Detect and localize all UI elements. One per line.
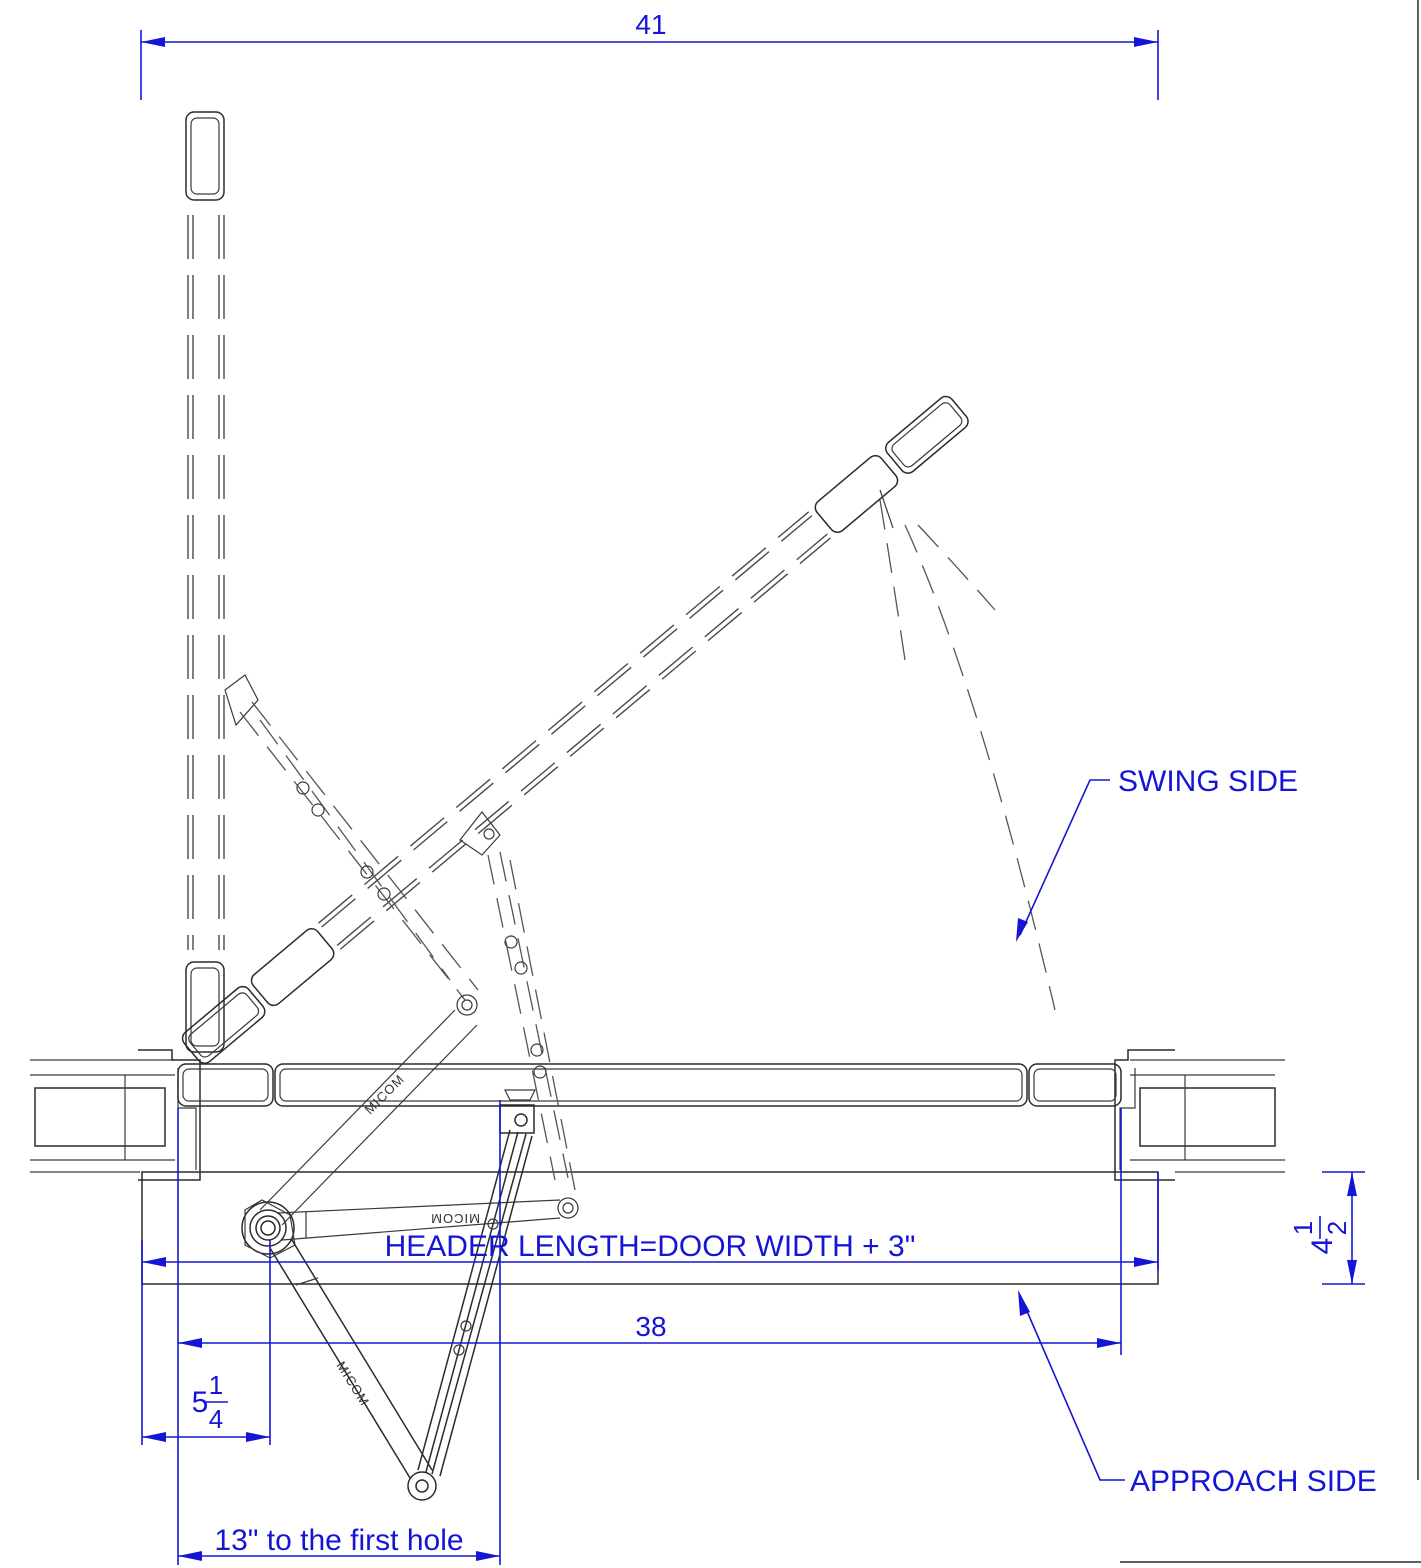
dim-41-label: 41 (635, 9, 666, 40)
frame-right (1114, 1049, 1285, 1181)
main-arm: MICOM (269, 1239, 437, 1501)
dim-header-height: 4 1 2 (1288, 1171, 1365, 1285)
swing-arc (879, 489, 1056, 1011)
dim-overall-width: 41 (140, 9, 1159, 100)
arm-ghost-1 (224, 674, 479, 1016)
door-open-90 (185, 111, 225, 1053)
dim-first-hole: 13" to the first hole (178, 1100, 501, 1565)
approach-side-label: APPROACH SIDE (1130, 1465, 1377, 1498)
swing-side-label: SWING SIDE (1118, 765, 1298, 798)
callout-swing-side: SWING SIDE (1016, 765, 1298, 942)
offset-numerator: 1 (209, 1370, 223, 1400)
dim-38-label: 38 (635, 1311, 666, 1342)
door-closed (177, 1063, 1122, 1107)
height-denominator: 2 (1322, 1221, 1352, 1235)
door-open-45 (181, 395, 969, 1064)
offset-denominator: 4 (209, 1404, 223, 1434)
offset-whole: 5 (192, 1386, 209, 1419)
forearm (417, 1089, 536, 1477)
arm-brand-main: MICOM (333, 1359, 372, 1409)
dim-door-width: 38 (177, 1108, 1122, 1565)
first-hole-label: 13" to the first hole (214, 1524, 463, 1557)
height-numerator: 1 (1288, 1221, 1318, 1235)
dim-header-length: HEADER LENGTH=DOOR WIDTH + 3" (141, 1172, 1159, 1445)
frame-left (30, 1049, 201, 1181)
arm-ghost-main: MICOM MICOM (259, 1009, 561, 1241)
closer-body (241, 1199, 296, 1259)
arm-ghost-2 (459, 811, 579, 1219)
callout-approach-side: APPROACH SIDE (1018, 1290, 1377, 1498)
arm-brand-ghost-1: MICOM (362, 1071, 408, 1117)
height-whole: 4 (1306, 1238, 1339, 1255)
header-length-label: HEADER LENGTH=DOOR WIDTH + 3" (385, 1230, 916, 1263)
dim-offset: 5 1 4 (142, 1240, 271, 1445)
arm-brand-ghost-2: MICOM (430, 1211, 480, 1226)
